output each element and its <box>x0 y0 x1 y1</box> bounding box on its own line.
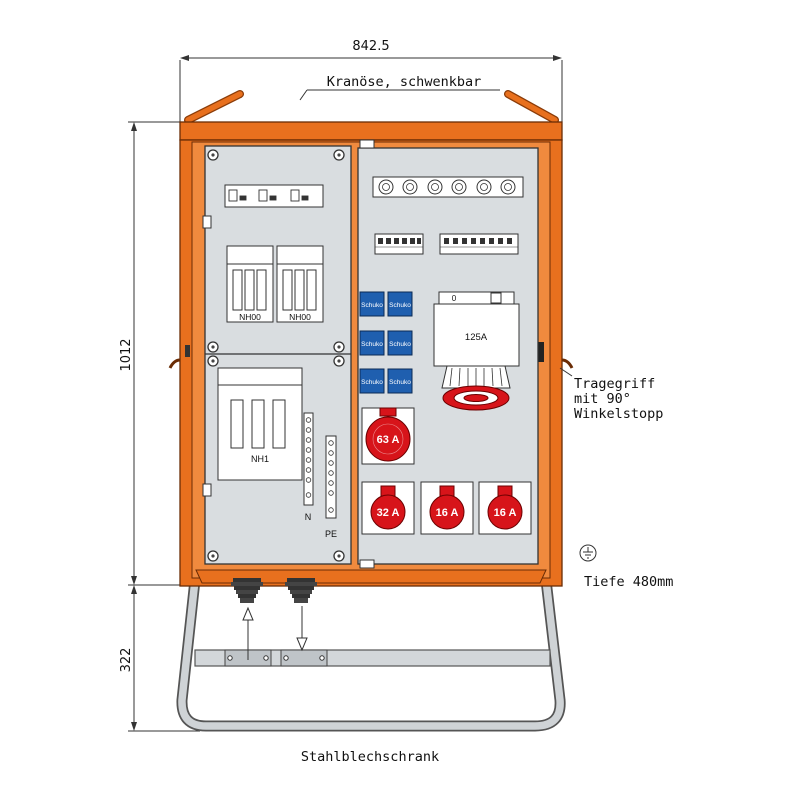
crane-eye-right <box>504 90 559 124</box>
socket-125a-label: 125A <box>465 332 488 343</box>
cee-socket-63a: 63 A <box>361 407 415 465</box>
svg-text:Schuko: Schuko <box>389 302 411 309</box>
schuko-socket-5: Schuko <box>359 368 385 394</box>
dimension-width: 842.5 <box>179 39 563 122</box>
nh00-fuse-base-2: NH00 <box>276 245 324 323</box>
terminal-pe-label: PE <box>325 529 337 539</box>
terminal-n-label: N <box>305 512 312 522</box>
width-label: 842.5 <box>352 39 389 54</box>
nh1-label: NH1 <box>251 454 269 464</box>
cable-gland-right <box>285 578 317 603</box>
cable-in-arrow-icon <box>242 606 254 660</box>
earth-ground-icon <box>579 544 597 562</box>
socket-16a-label-1: 16 A <box>436 507 459 519</box>
switch-left-label: 0 <box>452 294 457 303</box>
depth-text: Tiefe 480mm <box>584 574 673 590</box>
handle-text-1: Tragegriff <box>574 376 655 392</box>
handle-text-3: Winkelstopp <box>574 406 663 422</box>
svg-text:Schuko: Schuko <box>389 379 411 386</box>
schuko-socket-2: Schuko <box>387 291 413 317</box>
cee-socket-125a: 0 0 125A <box>433 291 520 411</box>
schuko-socket-grid: Schuko Schuko Schuko Schuko Schuko Schuk… <box>359 291 413 394</box>
schuko-socket-1: Schuko <box>359 291 385 317</box>
schuko-socket-6: Schuko <box>387 368 413 394</box>
rcd-breakers-right <box>439 233 519 255</box>
cable-out-arrow-icon <box>296 606 308 652</box>
handle-callout: Tragegriff mit 90° Winkelstopp <box>559 367 663 422</box>
nh00-label-2: NH00 <box>289 312 311 322</box>
control-breakers <box>224 184 324 208</box>
stand-frame <box>176 579 566 732</box>
socket-32a-label: 32 A <box>377 507 400 519</box>
cee-socket-16a-2: 16 A <box>478 481 532 535</box>
dimension-stand: 322 <box>119 585 200 732</box>
cee-socket-16a-1: 16 A <box>420 481 474 535</box>
terminal-pe: PE <box>325 435 337 539</box>
socket-63a-label: 63 A <box>377 434 400 446</box>
nh00-fuse-base-1: NH00 <box>226 245 274 323</box>
indicator-lamps <box>372 176 524 198</box>
svg-text:Schuko: Schuko <box>361 341 383 348</box>
crane-eye-left <box>184 90 244 124</box>
terminal-n: N <box>303 412 314 522</box>
svg-text:Schuko: Schuko <box>361 302 383 309</box>
schuko-socket-3: Schuko <box>359 330 385 356</box>
handle-text-2: mit 90° <box>574 391 631 407</box>
height-label: 1012 <box>119 338 134 371</box>
caption-text: Stahlblechschrank <box>301 749 439 765</box>
rcd-breakers-left <box>374 233 424 255</box>
dimension-height: 1012 <box>119 121 200 586</box>
cee-socket-32a: 32 A <box>361 481 415 535</box>
cable-gland-left <box>231 578 263 603</box>
crane-eye-text: Kranöse, schwenkbar <box>327 74 481 90</box>
crane-eye-callout: Kranöse, schwenkbar <box>299 74 500 101</box>
socket-16a-label-2: 16 A <box>494 507 517 519</box>
svg-text:Schuko: Schuko <box>389 341 411 348</box>
schuko-socket-4: Schuko <box>387 330 413 356</box>
nh1-switch: NH1 <box>217 367 303 481</box>
nh00-label-1: NH00 <box>239 312 261 322</box>
stand-height-label: 322 <box>119 648 134 673</box>
svg-text:Schuko: Schuko <box>361 379 383 386</box>
